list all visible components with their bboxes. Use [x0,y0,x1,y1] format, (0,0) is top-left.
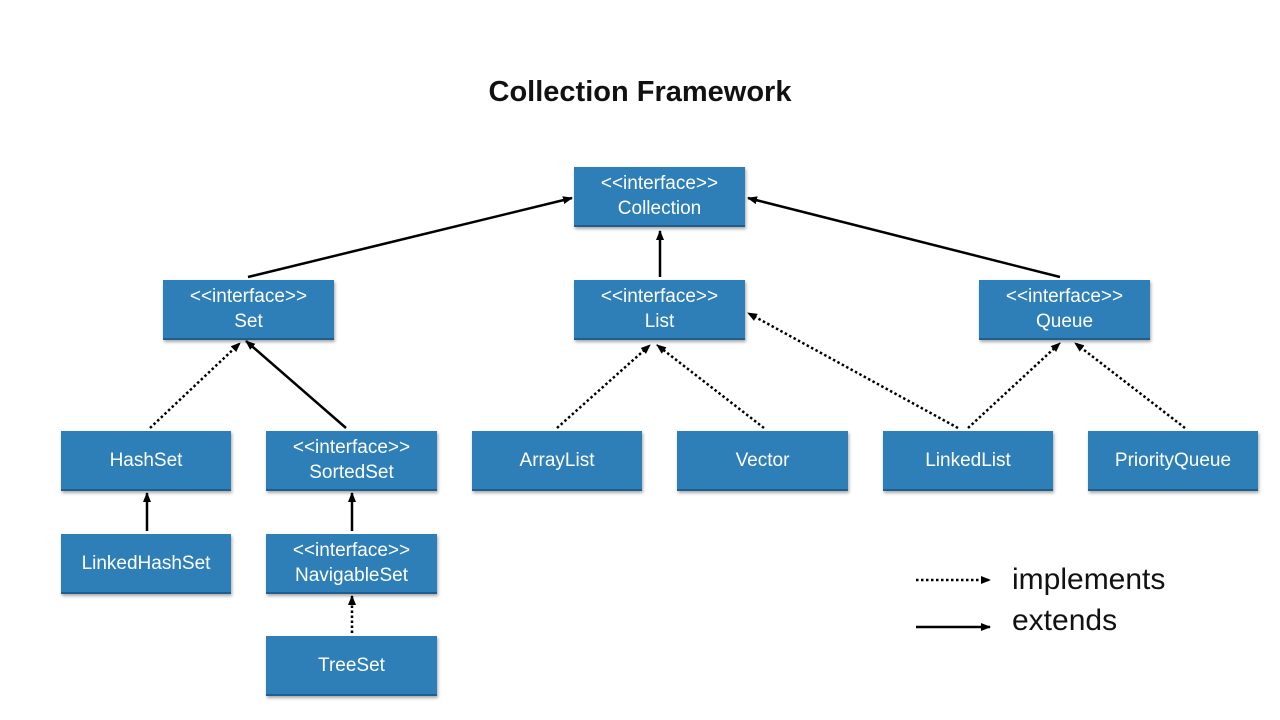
legend-extends-label: extends [1012,604,1118,637]
node-linkedhashset-label: LinkedHashSet [81,552,211,574]
node-list[interactable]: <<interface>> List [574,280,745,340]
node-navigableset-label: NavigableSet [294,565,409,586]
edge-queue-extends-collection [747,196,1061,279]
edge-sortedset-extends-set [245,340,347,429]
node-set[interactable]: <<interface>> Set [163,280,334,340]
edge-linkedlist-implements-list [747,311,959,430]
node-collection-label: Collection [617,198,702,219]
node-sortedset[interactable]: <<interface>> SortedSet [266,431,437,491]
edge-linkedlist-implements-queue [967,342,1061,429]
edge-layer [143,196,1186,633]
edge-arraylist-implements-list [556,344,651,429]
node-priorityqueue[interactable]: PriorityQueue [1088,431,1258,491]
node-set-label: Set [234,311,263,332]
node-arraylist-label: ArrayList [519,449,595,471]
node-arraylist[interactable]: ArrayList [472,431,642,491]
edge-priorityqueue-implements-queue [1074,342,1186,429]
node-hashset-label: HashSet [109,449,183,471]
node-treeset-label: TreeSet [318,654,385,676]
edge-hashset-implements-set [149,342,241,429]
node-sortedset-label: SortedSet [309,462,394,483]
node-sortedset-stereotype: <<interface>> [292,437,411,458]
node-collection-stereotype: <<interface>> [600,173,719,194]
node-queue[interactable]: <<interface>> Queue [979,280,1150,340]
edge-set-extends-collection [247,196,573,279]
node-navigableset-stereotype: <<interface>> [292,540,411,561]
node-treeset[interactable]: TreeSet [266,636,437,696]
node-linkedhashset[interactable]: LinkedHashSet [61,534,231,594]
node-collection[interactable]: <<interface>> Collection [574,167,745,227]
node-list-stereotype: <<interface>> [600,286,719,307]
page-title: Collection Framework [488,76,792,108]
node-linkedlist-label: LinkedList [925,449,1011,471]
node-queue-stereotype: <<interface>> [1005,286,1124,307]
node-queue-label: Queue [1035,311,1094,332]
node-priorityqueue-label: PriorityQueue [1114,449,1232,471]
node-navigableset[interactable]: <<interface>> NavigableSet [266,534,437,594]
node-vector-label: Vector [735,449,790,471]
legend-lines [916,576,991,631]
node-list-label: List [644,311,675,332]
edge-vector-implements-list [656,344,765,429]
node-linkedlist[interactable]: LinkedList [883,431,1053,491]
node-hashset[interactable]: HashSet [61,431,231,491]
node-set-stereotype: <<interface>> [189,286,308,307]
legend-implements-label: implements [1012,563,1166,596]
node-vector[interactable]: Vector [677,431,848,491]
